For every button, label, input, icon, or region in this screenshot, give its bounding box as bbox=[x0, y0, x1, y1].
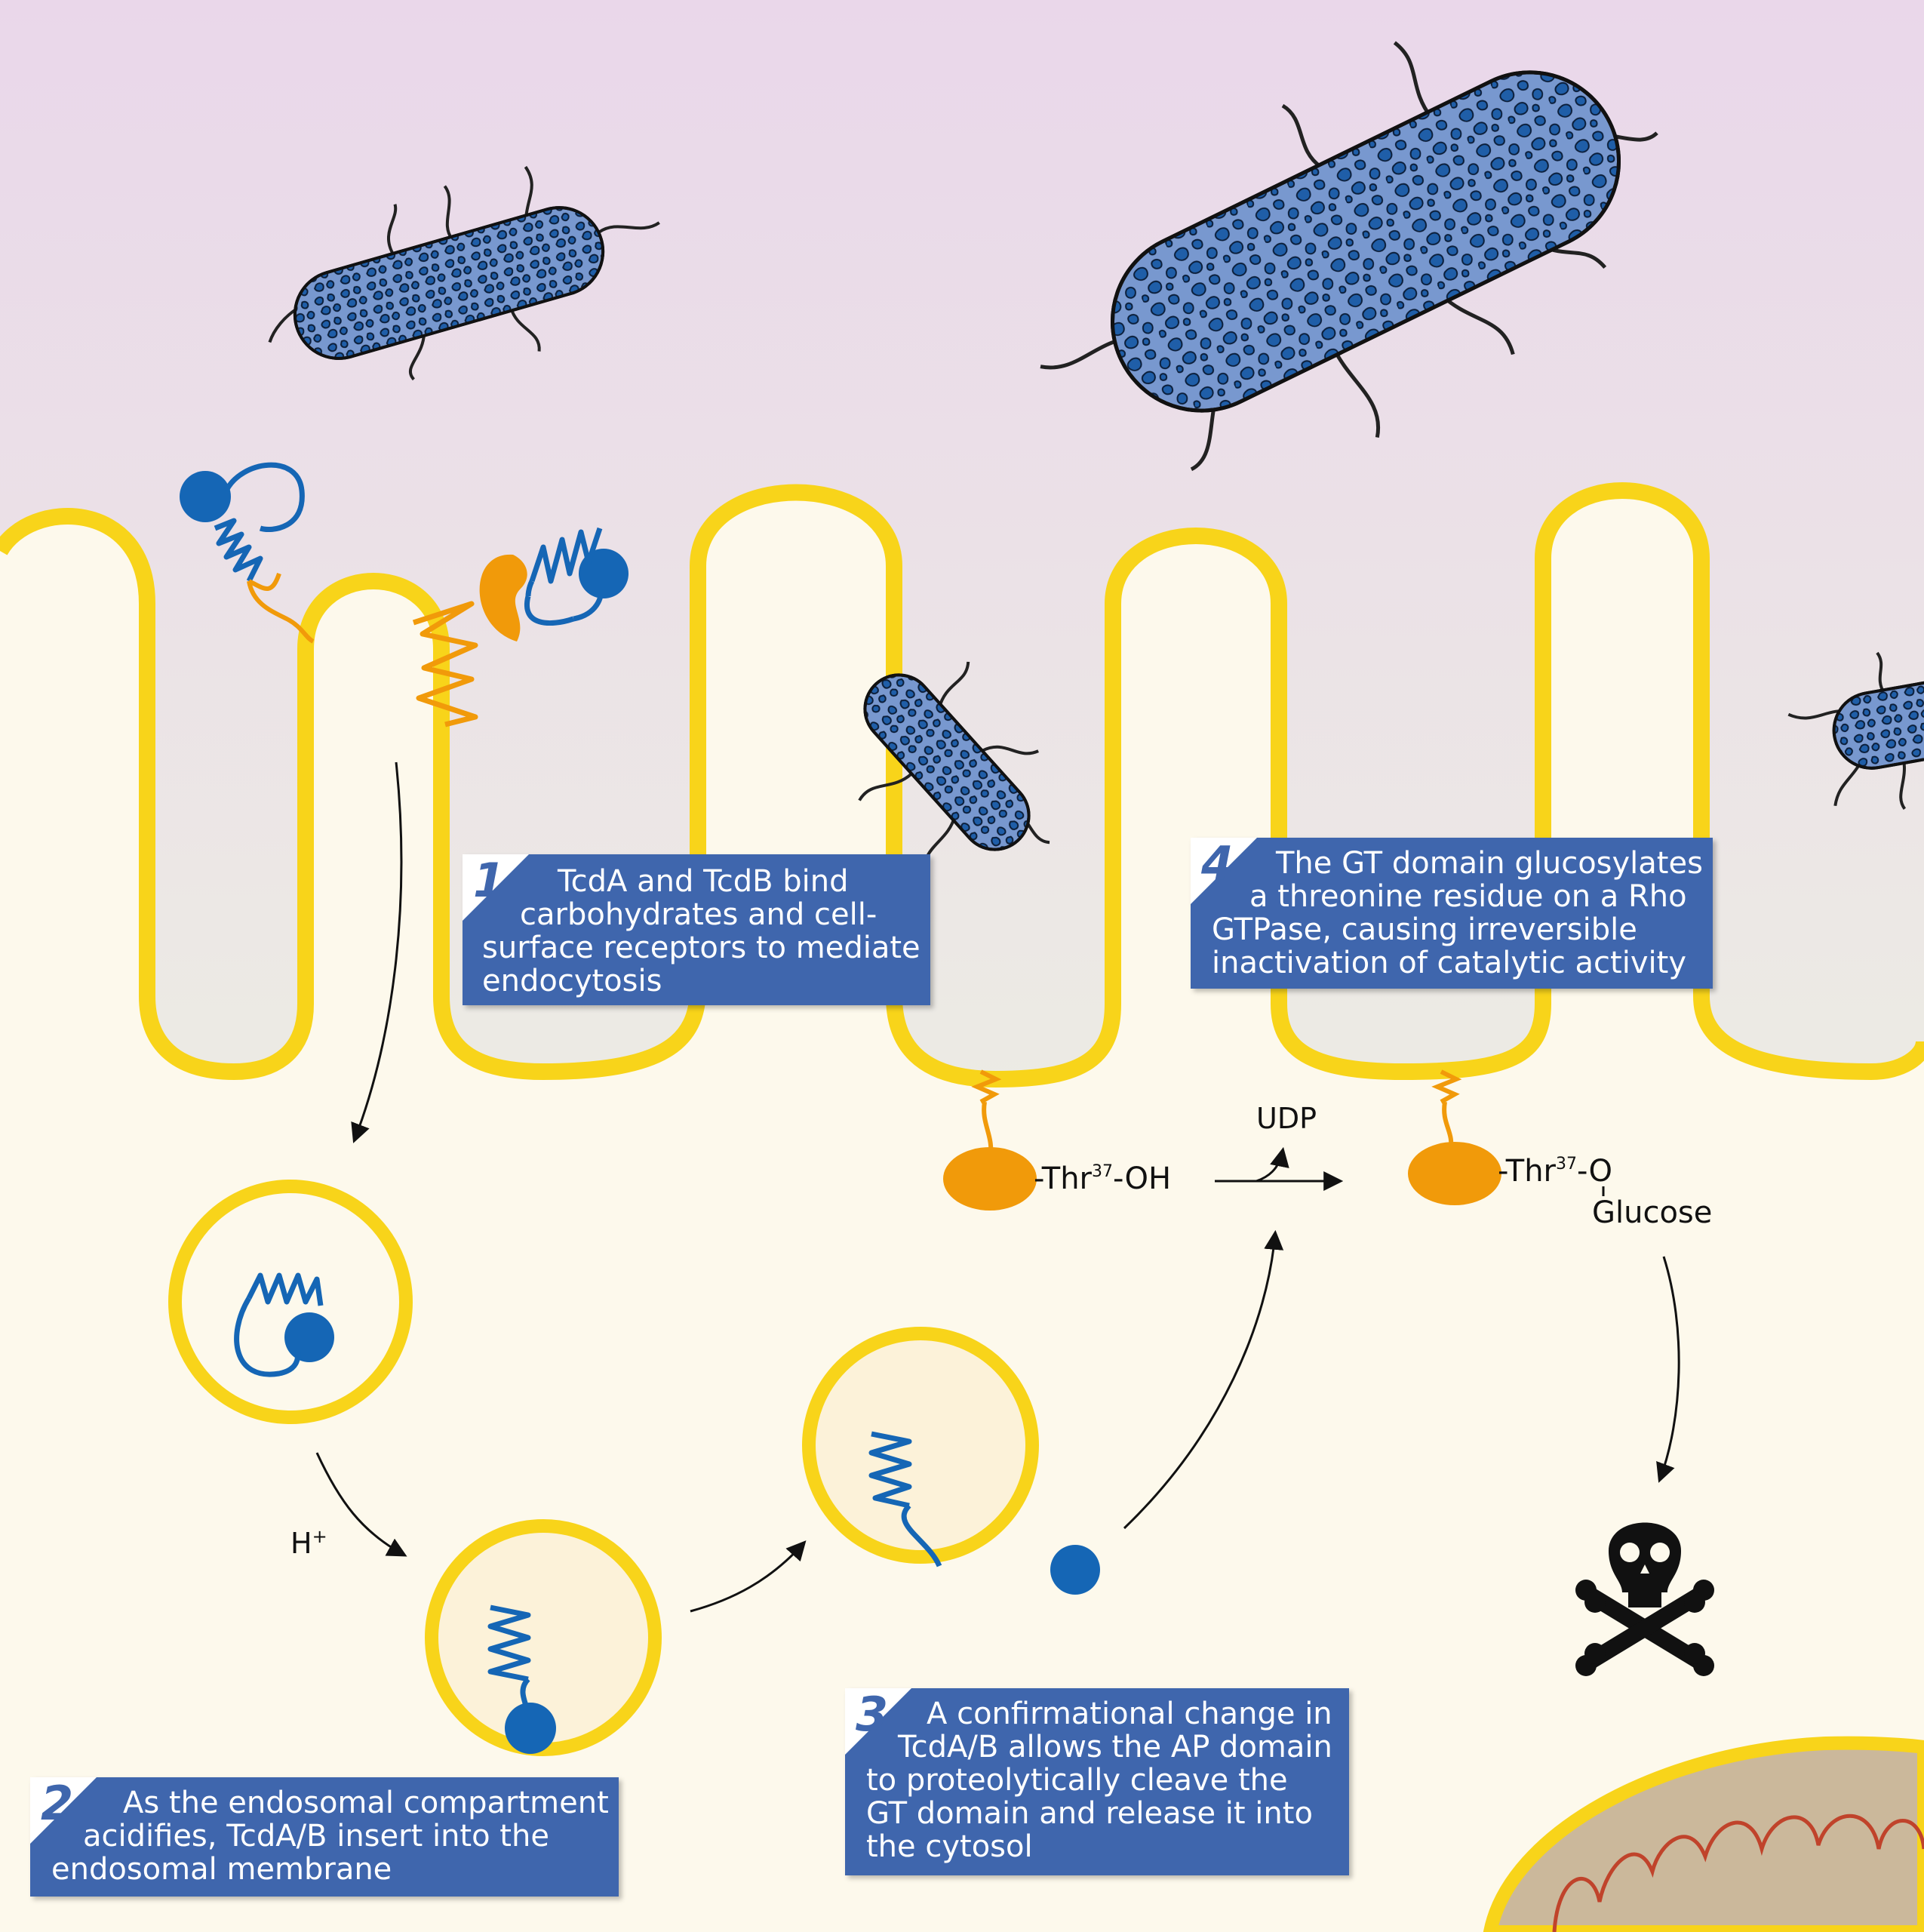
step-2-line: As the endosomal compartment bbox=[123, 1786, 609, 1820]
thr-oh-label: -Thr37-OH bbox=[1034, 1161, 1171, 1196]
step-4-line: The GT domain glucosylates bbox=[1276, 846, 1703, 881]
step-3-line: GT domain and release it into bbox=[866, 1796, 1313, 1831]
bacterium-large bbox=[1040, 41, 1658, 472]
step-1-box: 1 TcdA and TcdB bind carbohydrates and c… bbox=[463, 854, 930, 1005]
step-2-text: As the endosomal compartment acidifies, … bbox=[51, 1786, 617, 1886]
step-3-corner bbox=[845, 1688, 911, 1755]
mitochondrion bbox=[1483, 1736, 1924, 1932]
arrow-acidify bbox=[315, 1452, 407, 1557]
receptor-toxin-complex bbox=[412, 527, 629, 728]
thr-o-label: -Thr37-O bbox=[1498, 1154, 1612, 1189]
rho-gtpase-glucosylated bbox=[1408, 1069, 1501, 1205]
endosome-acidified bbox=[425, 1519, 662, 1756]
step-2-number: 2 bbox=[41, 1776, 74, 1831]
arrow-endocytosis bbox=[351, 761, 403, 1143]
step-2-line: acidifies, TcdA/B insert into the bbox=[83, 1819, 549, 1854]
step-4-line: a threonine residue on a Rho bbox=[1249, 879, 1687, 914]
glucose-label: Glucose bbox=[1592, 1195, 1712, 1230]
step-4-line: GTPase, causing irreversible bbox=[1212, 912, 1637, 947]
arrow-udp-release bbox=[1256, 1146, 1289, 1183]
skull-crossbones-icon bbox=[1575, 1522, 1714, 1676]
step-1-corner bbox=[463, 854, 529, 921]
h-plus-label: H+ bbox=[290, 1526, 327, 1560]
step-3-number: 3 bbox=[856, 1687, 889, 1742]
step-3-line: the cytosol bbox=[866, 1829, 1033, 1864]
step-1-text: TcdA and TcdB bind carbohydrates and cel… bbox=[482, 865, 927, 998]
cell-membrane bbox=[0, 482, 1924, 1088]
toxin-free bbox=[180, 462, 315, 644]
endosome-early bbox=[168, 1180, 413, 1424]
step-4-text: The GT domain glucosylates a threonine r… bbox=[1212, 847, 1710, 980]
step-1-line: carbohydrates and cell- bbox=[520, 897, 877, 932]
step-1-line: surface receptors to mediate bbox=[482, 931, 921, 965]
step-3-line: TcdA/B allows the AP domain bbox=[898, 1730, 1332, 1764]
arrow-to-death bbox=[1656, 1256, 1680, 1483]
endosome-cleavage bbox=[802, 1327, 1039, 1567]
step-3-line: A confirmational change in bbox=[927, 1697, 1332, 1731]
step-4-box: 4 The GT domain glucosylates a threonine… bbox=[1191, 838, 1713, 989]
step-1-line: TcdA and TcdB bind bbox=[558, 864, 849, 899]
bacterium-small bbox=[268, 165, 660, 381]
step-2-line: endosomal membrane bbox=[51, 1852, 392, 1887]
udp-label: UDP bbox=[1256, 1102, 1317, 1135]
step-4-line: inactivation of catalytic activity bbox=[1212, 946, 1686, 980]
arrow-to-glucosylation bbox=[1123, 1229, 1284, 1530]
step-4-corner bbox=[1191, 838, 1257, 904]
step-1-line: endocytosis bbox=[482, 964, 662, 998]
step-2-corner bbox=[30, 1777, 97, 1844]
gt-domain-released bbox=[1050, 1545, 1100, 1595]
step-2-box: 2 As the endosomal compartment acidifies… bbox=[30, 1777, 619, 1897]
bacterium-between-villi bbox=[858, 661, 1050, 874]
step-3-text: A confirmational change in TcdA/B allows… bbox=[866, 1697, 1349, 1863]
arrow-to-cleavage bbox=[690, 1540, 807, 1613]
bacterium-right-edge bbox=[1787, 651, 1924, 810]
step-3-box: 3 A confirmational change in TcdA/B allo… bbox=[845, 1688, 1349, 1875]
step-4-number: 4 bbox=[1201, 836, 1234, 891]
rho-gtpase-unmodified bbox=[943, 1069, 1037, 1211]
step-1-number: 1 bbox=[473, 853, 506, 908]
step-3-line: to proteolytically cleave the bbox=[866, 1763, 1288, 1798]
